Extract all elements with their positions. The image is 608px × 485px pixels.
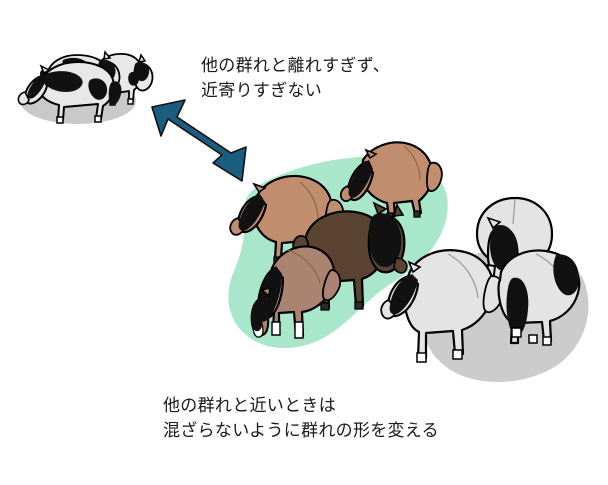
horse-hoof [542, 336, 552, 346]
horse-tail-tip [511, 327, 522, 338]
horse-ear [364, 148, 378, 160]
horse-ear [260, 286, 271, 298]
label-change-shape: 他の群れと近いときは 混ざらないように群れの形を変える [163, 396, 439, 441]
horse-ear [486, 216, 502, 230]
horse-ear [407, 260, 422, 274]
horse-ear [372, 201, 388, 216]
horse-mane-forelock [251, 301, 263, 332]
horse-back-shade [512, 198, 516, 225]
horse-mane [368, 213, 402, 268]
horse-muzzle [229, 216, 245, 236]
horse-hoof [416, 352, 427, 363]
horse-hoof [452, 349, 463, 360]
horse-hindquarter-shade [403, 145, 421, 181]
double-headed-arrow [151, 99, 247, 182]
horse-hoof [56, 116, 64, 124]
horse-patch [128, 71, 139, 86]
horse-hoof [354, 301, 364, 310]
horse-grey-right [497, 249, 581, 346]
herd-brown [229, 141, 443, 339]
horse-ear [137, 53, 147, 63]
horse-mane [389, 274, 418, 315]
horse-hoof [413, 210, 421, 218]
herd-grey [380, 196, 581, 363]
horse-brown-grazing [250, 245, 342, 339]
horse-tail [322, 269, 342, 302]
horse-tail [506, 277, 529, 337]
horse-ear [252, 182, 267, 194]
horse-back-shade [287, 249, 321, 284]
horse-patch-rump [553, 254, 580, 296]
horse-pinto-front [17, 61, 122, 124]
horse-muzzle [17, 91, 30, 106]
horse-brown-topright [339, 141, 443, 220]
horse-back-shade [447, 253, 479, 299]
horse-tail [108, 81, 122, 106]
horse-mane [27, 74, 46, 99]
horse-hoof [127, 98, 134, 105]
horse-muzzle [393, 257, 408, 274]
horse-ear [392, 202, 405, 217]
arrow-shape [151, 99, 247, 182]
horse-mane [348, 160, 373, 198]
horse-sock [271, 321, 281, 336]
horse-hoof [320, 302, 330, 311]
horse-patch [42, 71, 83, 92]
horse-sock [294, 321, 304, 339]
horse-tail [426, 161, 443, 193]
horse-hoof [94, 115, 102, 123]
label-keep-distance: 他の群れと離れすぎず、 近寄りすぎない [201, 56, 391, 101]
horse-back-shade [299, 181, 319, 223]
horse-mane [238, 194, 265, 231]
horse-patch [88, 78, 108, 100]
horse-hoof [528, 334, 538, 344]
horse-ear [39, 64, 51, 75]
horse-ear [103, 50, 112, 60]
herd-pinto [17, 50, 154, 124]
